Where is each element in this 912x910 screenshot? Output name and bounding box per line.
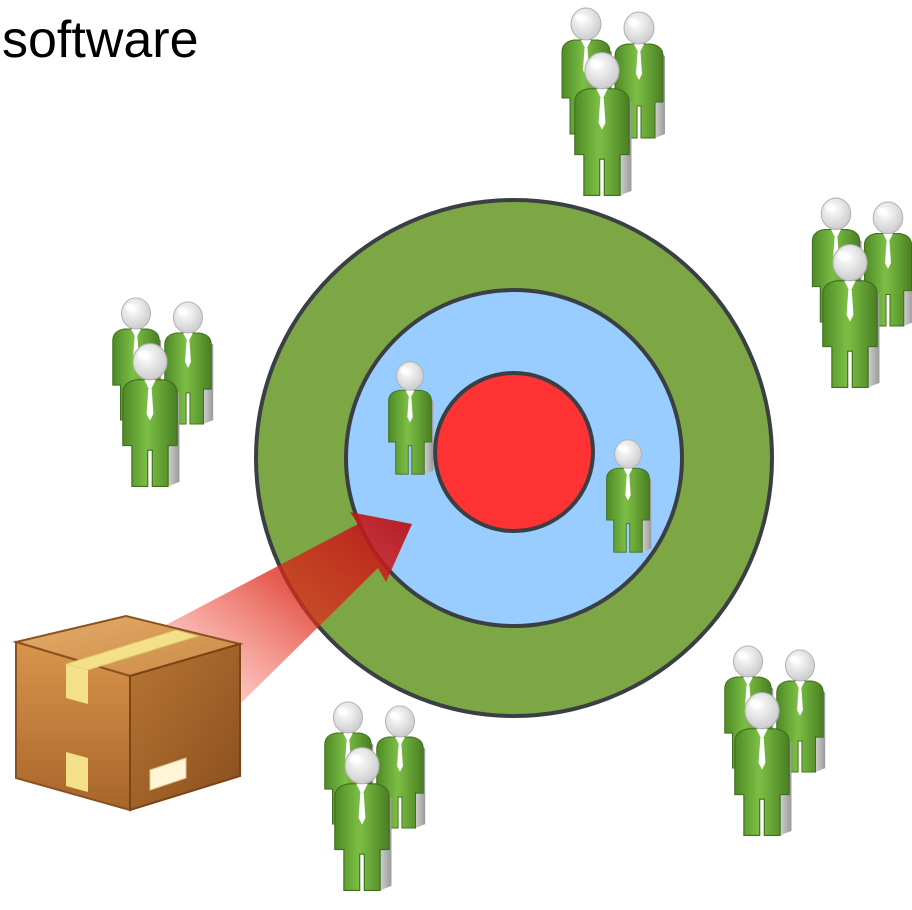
people-group-icon <box>324 701 426 892</box>
people-group-icon <box>561 7 666 197</box>
core-circle <box>433 371 595 533</box>
people-group-icon <box>724 645 826 837</box>
people-group-icon <box>811 197 912 389</box>
diagram-title: software <box>2 11 199 69</box>
package-icon <box>12 614 244 812</box>
people-group-icon <box>112 297 214 488</box>
